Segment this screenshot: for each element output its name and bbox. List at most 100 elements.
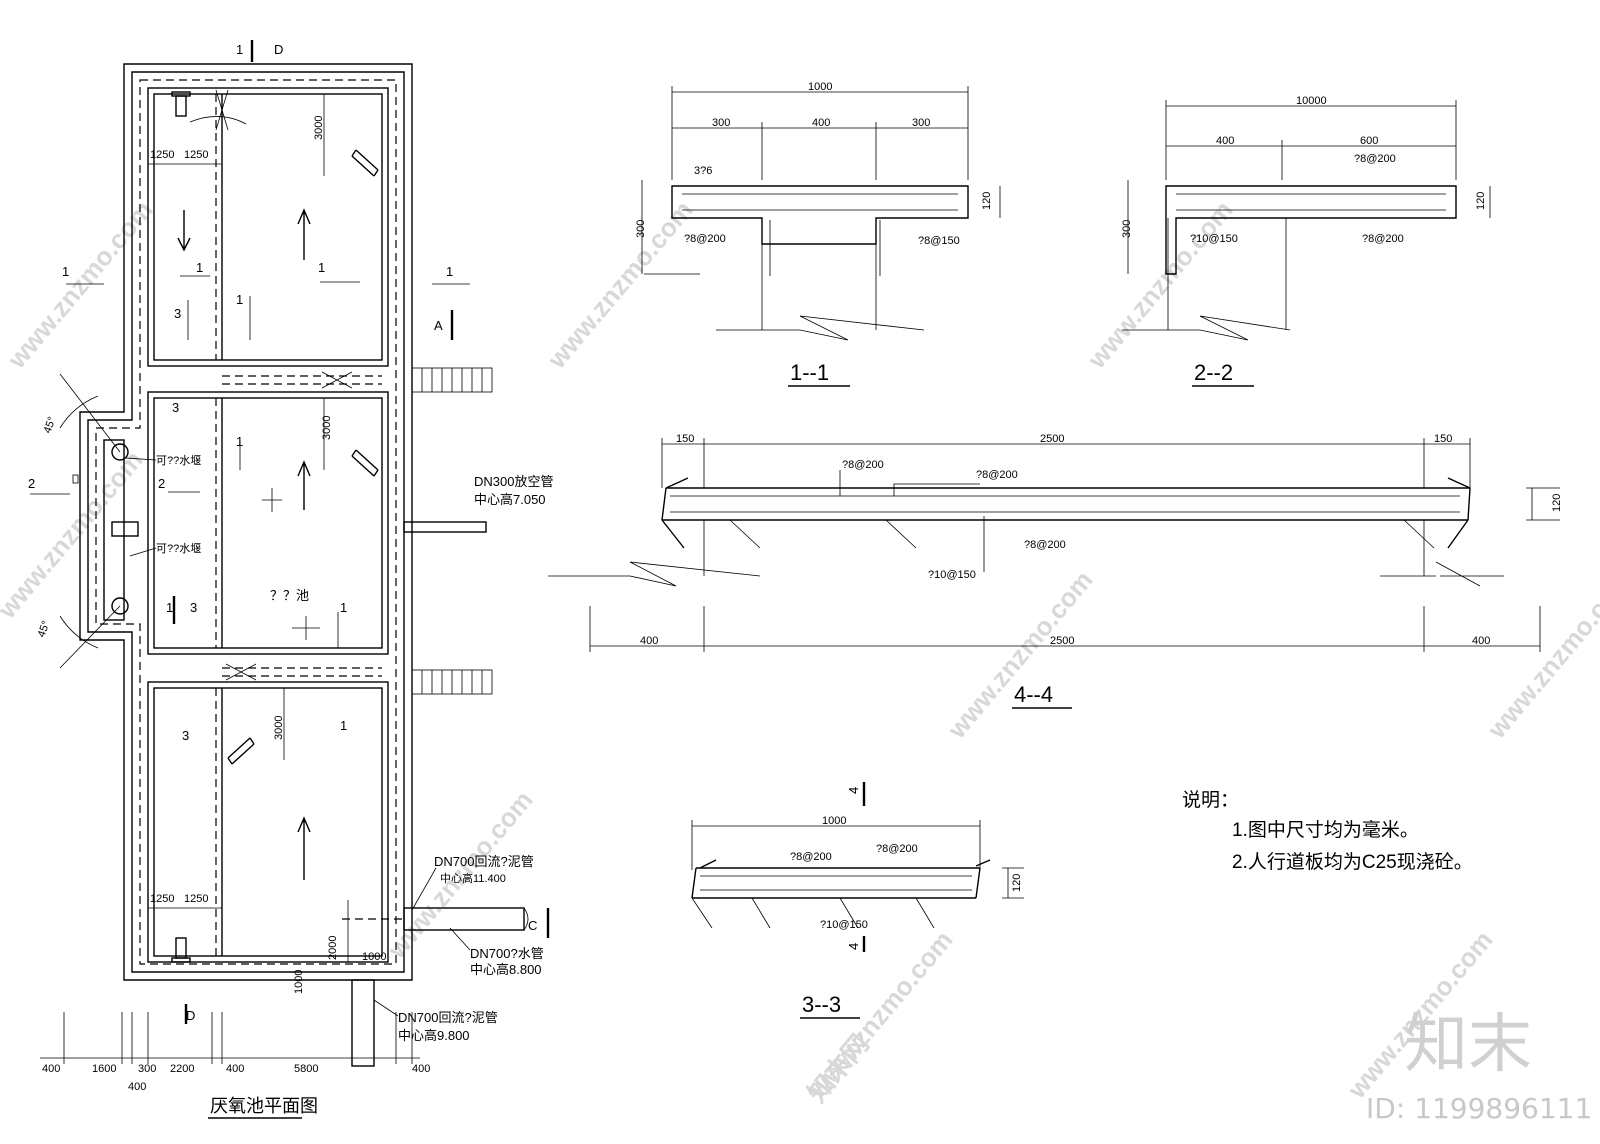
notes-block: 说明： 1.图中尺寸均为毫米。 2.人行道板均为C25现浇砼。: [1182, 789, 1473, 873]
section-marker: 4: [846, 943, 861, 950]
bottom-dim: 300: [138, 1063, 156, 1075]
dim-top: 2500: [1040, 433, 1064, 445]
thickness-label: 120: [1475, 192, 1487, 210]
thickness-label: 120: [981, 192, 993, 210]
bottom-dim: 5800: [294, 1063, 318, 1075]
section-title: 3--3: [802, 992, 841, 1017]
pipe-dn700-height: 中心高8.800: [470, 962, 542, 977]
dim-3000: 3000: [313, 116, 325, 140]
center-label: ？？池: [270, 588, 309, 603]
marker-d-top: D: [274, 42, 283, 57]
section-2-2: 10000 400 600 300 120 ?8@200 ?10@150 ?8@…: [1121, 95, 1491, 387]
brand-logo: 知末 ID: 1199896111 知末网: [802, 1008, 1593, 1125]
marker-1-top: 1: [236, 42, 243, 57]
marker-3-r2b: 3: [190, 600, 197, 615]
pipe-dn700-label: DN700?水管: [470, 946, 544, 961]
stair-bottom: [411, 669, 493, 695]
rebar-label: ?8@200: [1354, 153, 1396, 165]
dim-bottom: 2500: [1050, 635, 1074, 647]
dim-top: 150: [1434, 433, 1452, 445]
thickness-label: 120: [1551, 494, 1563, 512]
weir-label: 可??水堰: [156, 454, 201, 467]
rebar-label: ?10@150: [1190, 233, 1238, 245]
marker-3-r2: 3: [172, 400, 179, 415]
marker-1-r3: 1: [340, 718, 347, 733]
watermark-text: www.znzmo.com: [941, 565, 1099, 745]
dim-1250: 1250: [184, 893, 208, 905]
pipe-dn700-height: 中心高9.800: [398, 1028, 470, 1043]
marker-3-r3: 3: [182, 728, 189, 743]
pipe-dn700-label: DN700回流?泥管: [398, 1010, 498, 1025]
dim-1250: 1250: [184, 149, 208, 161]
dim-3000: 3000: [273, 716, 285, 740]
watermark-layer: www.znzmo.com www.znzmo.com www.znzmo.co…: [0, 195, 1600, 1105]
section-3-3: 4 4 1000 120 ?8@200 ?8@200 ?10@150 3--3: [691, 782, 1024, 1019]
weir-label: 可??水堰: [156, 542, 201, 555]
marker-a: A: [434, 318, 443, 333]
bottom-dim-sub: 400: [128, 1081, 146, 1093]
notes-heading: 说明：: [1182, 789, 1239, 811]
section-4-4: 150 2500 150 400 2500 400 120 ?8@200 ?8@…: [548, 433, 1563, 709]
dim-1000: 1000: [362, 951, 386, 963]
dim-total: 1000: [822, 815, 846, 827]
image-id: ID: 1199896111: [1366, 1092, 1592, 1125]
rebar-label: ?8@200: [842, 459, 884, 471]
rebar-label: ?8@200: [684, 233, 726, 245]
watermark-text: www.znzmo.com: [0, 445, 149, 625]
pipe-dn700-height: 中心高11.400: [440, 871, 506, 885]
pipe-dn700-label: DN700回流?泥管: [434, 854, 534, 869]
height-label: 300: [635, 220, 647, 238]
dim-part: 400: [1216, 135, 1234, 147]
valve-icon: [171, 91, 191, 117]
pipe-dn300-height: 中心高7.050: [474, 492, 546, 507]
dim-part: 400: [812, 117, 830, 129]
valve-icon: [171, 937, 191, 963]
valve-icon: [227, 737, 255, 765]
section-title: 2--2: [1194, 360, 1233, 385]
dim-total: 10000: [1296, 95, 1327, 107]
rebar-label: ?8@200: [976, 469, 1018, 481]
rebar-label: 3?6: [694, 165, 712, 177]
bottom-dim: 2200: [170, 1063, 194, 1075]
pipe-dn300-label: DN300放空管: [474, 474, 553, 489]
watermark-text: www.znzmo.com: [1, 195, 159, 375]
rebar-label: ?8@200: [876, 843, 918, 855]
bottom-dim: 1600: [92, 1063, 116, 1075]
rebar-label: ?8@200: [790, 851, 832, 863]
marker-d-bottom: D: [186, 1008, 195, 1023]
bottom-dim: 400: [226, 1063, 244, 1075]
brand-logo-text: 知末: [1404, 1008, 1532, 1082]
valve-icon: [351, 149, 379, 177]
angle-label: 45°: [36, 619, 53, 639]
plan-title: 厌氧池平面图: [210, 1096, 318, 1116]
section-marker: 4: [846, 787, 861, 794]
dim-bottom: 400: [1472, 635, 1490, 647]
marker-c: C: [528, 918, 537, 933]
dim-bottom: 400: [640, 635, 658, 647]
watermark-text: www.znzmo.com: [1481, 565, 1600, 745]
plan-view: 1 D D 1 1 1 1 3 1 A 3 1 2 2 1 3 1 3 1 C …: [28, 40, 553, 1119]
dim-1250: 1250: [150, 149, 174, 161]
note-item: 2.人行道板均为C25现浇砼。: [1232, 851, 1473, 873]
watermark-text: www.znzmo.com: [541, 195, 699, 375]
dim-part: 300: [912, 117, 930, 129]
marker-2-inner: 2: [158, 476, 165, 491]
note-item: 1.图中尺寸均为毫米。: [1232, 819, 1419, 841]
marker-1-r1: 1: [196, 260, 203, 275]
dim-3000: 3000: [321, 416, 333, 440]
rebar-label: ?8@150: [918, 235, 960, 247]
angle-label: 45°: [42, 415, 59, 435]
thickness-label: 120: [1011, 874, 1023, 892]
watermark-text: www.znzmo.com: [1081, 195, 1239, 375]
rebar-label: ?8@200: [1362, 233, 1404, 245]
marker-2-left: 2: [28, 476, 35, 491]
rebar-label: ?10@150: [820, 919, 868, 931]
dim-2000: 2000: [327, 936, 339, 960]
dim-total: 1000: [808, 81, 832, 93]
section-title: 4--4: [1014, 682, 1053, 707]
dim-part: 600: [1360, 135, 1378, 147]
rebar-label: ?10@150: [928, 569, 976, 581]
marker-1-r1b: 1: [318, 260, 325, 275]
marker-1-left: 1: [62, 264, 69, 279]
